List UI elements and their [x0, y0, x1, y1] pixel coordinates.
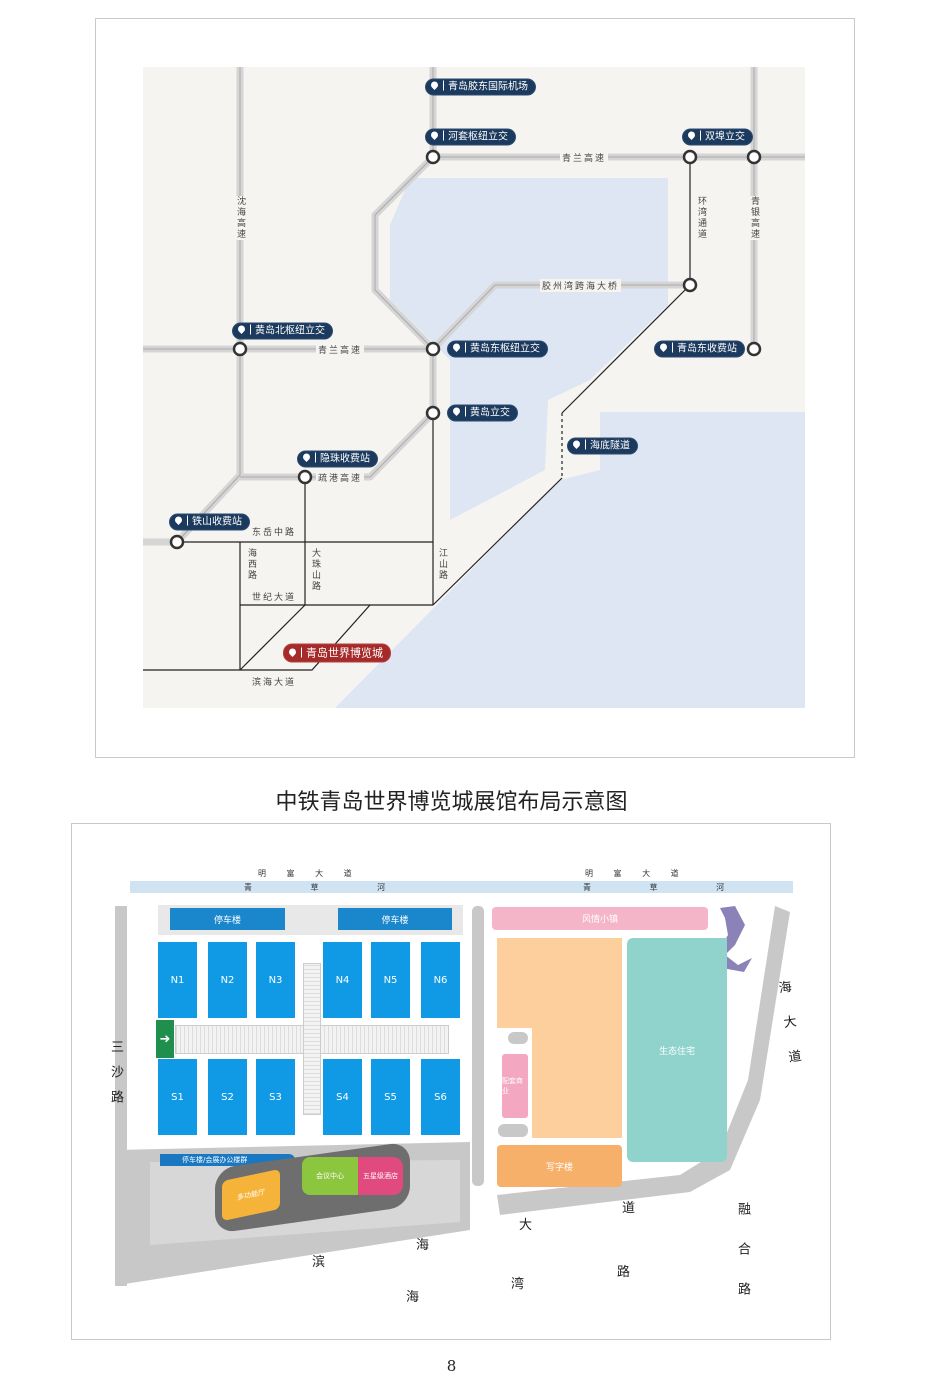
zone-label: 多功能厅 — [237, 1188, 265, 1202]
street-char: 道 — [622, 1201, 636, 1216]
road-label-shenhai: 沈海高速 — [234, 196, 247, 240]
pin-label: 黄岛东枢纽立交 — [470, 343, 540, 355]
zone-label: 配套商业 — [502, 1077, 523, 1095]
river — [130, 881, 793, 893]
hall-s2[interactable]: S2 — [208, 1059, 247, 1135]
road-label-haixi: 海西路 — [246, 548, 256, 581]
road-label-jiangshan: 江山路 — [437, 548, 447, 581]
hall-n6[interactable]: N6 — [421, 942, 460, 1018]
zone-conference[interactable]: 会议中心 — [302, 1157, 358, 1195]
road-label-jihai: 疏港高速 — [316, 471, 365, 484]
parking-building-2[interactable]: 停车楼 — [338, 908, 452, 930]
zone-commercial[interactable]: 配套商业 — [502, 1054, 528, 1118]
pin-huangdao-east[interactable]: 黄岛东枢纽立交 — [448, 341, 547, 357]
road-label-qinglan: 青兰高速 — [316, 343, 365, 356]
hall-n5[interactable]: N5 — [371, 942, 410, 1018]
street-char: 滨 — [312, 1255, 326, 1270]
pin-label: 黄岛立交 — [470, 407, 510, 419]
pin-qingdao-east-toll[interactable]: 青岛东收费站 — [655, 341, 744, 357]
pin-huangdao-north[interactable]: 黄岛北枢纽立交 — [233, 323, 332, 339]
pin-label: 青岛世界博览城 — [306, 646, 383, 660]
road-label-bridge: 胶州湾跨海大桥 — [540, 279, 622, 292]
page-number: 8 — [446, 1357, 457, 1375]
zone-hotel[interactable]: 五星级酒店 — [358, 1157, 403, 1195]
hall-n2[interactable]: N2 — [208, 942, 247, 1018]
street-label-ronghe: 融合路 — [735, 1202, 750, 1322]
hall-s4[interactable]: S4 — [323, 1059, 362, 1135]
road-label-qinglan: 青兰高速 — [560, 151, 609, 164]
parking-building-1[interactable]: 停车楼 — [170, 908, 285, 930]
parking-label: 停车楼 — [381, 915, 409, 926]
middle-road-strip — [472, 906, 484, 1186]
hall-s6[interactable]: S6 — [421, 1059, 460, 1135]
pin-label: 隐珠收费站 — [320, 453, 370, 465]
street-char: 湾 — [511, 1277, 525, 1292]
river-label: 青 草 河 — [583, 883, 725, 892]
street-char: 海 — [416, 1238, 430, 1253]
sea-water — [335, 412, 805, 708]
pin-label: 海底隧道 — [590, 440, 630, 452]
river-label: 青 草 河 — [244, 883, 386, 892]
pin-tunnel[interactable]: 海底隧道 — [568, 438, 637, 454]
zone-town[interactable]: 风情小镇 — [492, 907, 708, 930]
street-label-sansha: 三沙路 — [108, 1040, 123, 1115]
road-label-qingyin: 青银高速 — [748, 196, 761, 240]
hall-s1[interactable]: S1 — [158, 1059, 197, 1135]
pin-yinzhu-toll[interactable]: 隐珠收费站 — [298, 451, 377, 467]
zone-label: 会议中心 — [316, 1172, 344, 1180]
street-char: 海 — [406, 1290, 420, 1305]
pin-world-expo-city[interactable]: 青岛世界博览城 — [284, 644, 390, 662]
entrance-arrow-icon: ➜ — [156, 1020, 174, 1058]
zone-label: 风情小镇 — [581, 915, 618, 925]
pin-huangdao[interactable]: 黄岛立交 — [448, 405, 517, 421]
hall-n1[interactable]: N1 — [158, 942, 197, 1018]
pin-label: 铁山收费站 — [192, 516, 242, 528]
zone-residential[interactable]: 生态住宅 — [627, 938, 727, 1162]
road-label-binhai: 滨海大道 — [252, 678, 297, 688]
hall-s5[interactable]: S5 — [371, 1059, 410, 1135]
local-roads — [143, 157, 691, 671]
road-label-shiji: 世纪大道 — [252, 593, 297, 603]
road-label-huanwan: 环湾通道 — [695, 196, 708, 240]
road-label-dazhushan: 大珠山路 — [310, 548, 320, 592]
hall-n4[interactable]: N4 — [323, 942, 362, 1018]
zone-label: 生态住宅 — [658, 1046, 695, 1057]
zone-label: 五星级酒店 — [363, 1172, 398, 1180]
parking-label: 停车楼 — [213, 915, 241, 926]
street-label-mingfu: 明 富 大 道 — [585, 869, 679, 878]
pin-hetao[interactable]: 河套枢纽立交 — [426, 129, 515, 145]
zone-label: 停车楼/会展办公楼群 — [182, 1156, 248, 1164]
pin-label: 双埠立交 — [705, 131, 745, 143]
road-label-dongyue: 东岳中路 — [252, 528, 297, 538]
pin-tieshan-toll[interactable]: 铁山收费站 — [170, 514, 249, 530]
street-char: 路 — [617, 1265, 631, 1280]
hall-s3[interactable]: S3 — [256, 1059, 295, 1135]
pin-label: 黄岛北枢纽立交 — [255, 325, 325, 337]
pin-label: 青岛胶东国际机场 — [448, 81, 528, 93]
cross-corridor — [303, 963, 321, 1115]
zone-label: 写字楼 — [545, 1162, 573, 1173]
street-char: 大 — [519, 1218, 533, 1233]
pin-shuangbu[interactable]: 双埠立交 — [683, 129, 752, 145]
hall-n3[interactable]: N3 — [256, 942, 295, 1018]
small-gray-block — [508, 1032, 528, 1044]
pin-label: 河套枢纽立交 — [448, 131, 508, 143]
pin-label: 青岛东收费站 — [677, 343, 737, 355]
layout-title: 中铁青岛世界博览城展馆布局示意图 — [275, 790, 628, 815]
pin-airport[interactable]: 青岛胶东国际机场 — [426, 79, 535, 95]
zone-office[interactable]: 写字楼 — [497, 1145, 622, 1187]
street-label-mingfu: 明 富 大 道 — [258, 869, 352, 878]
interchange-nodes — [169, 149, 762, 550]
small-gray-block — [498, 1124, 528, 1137]
